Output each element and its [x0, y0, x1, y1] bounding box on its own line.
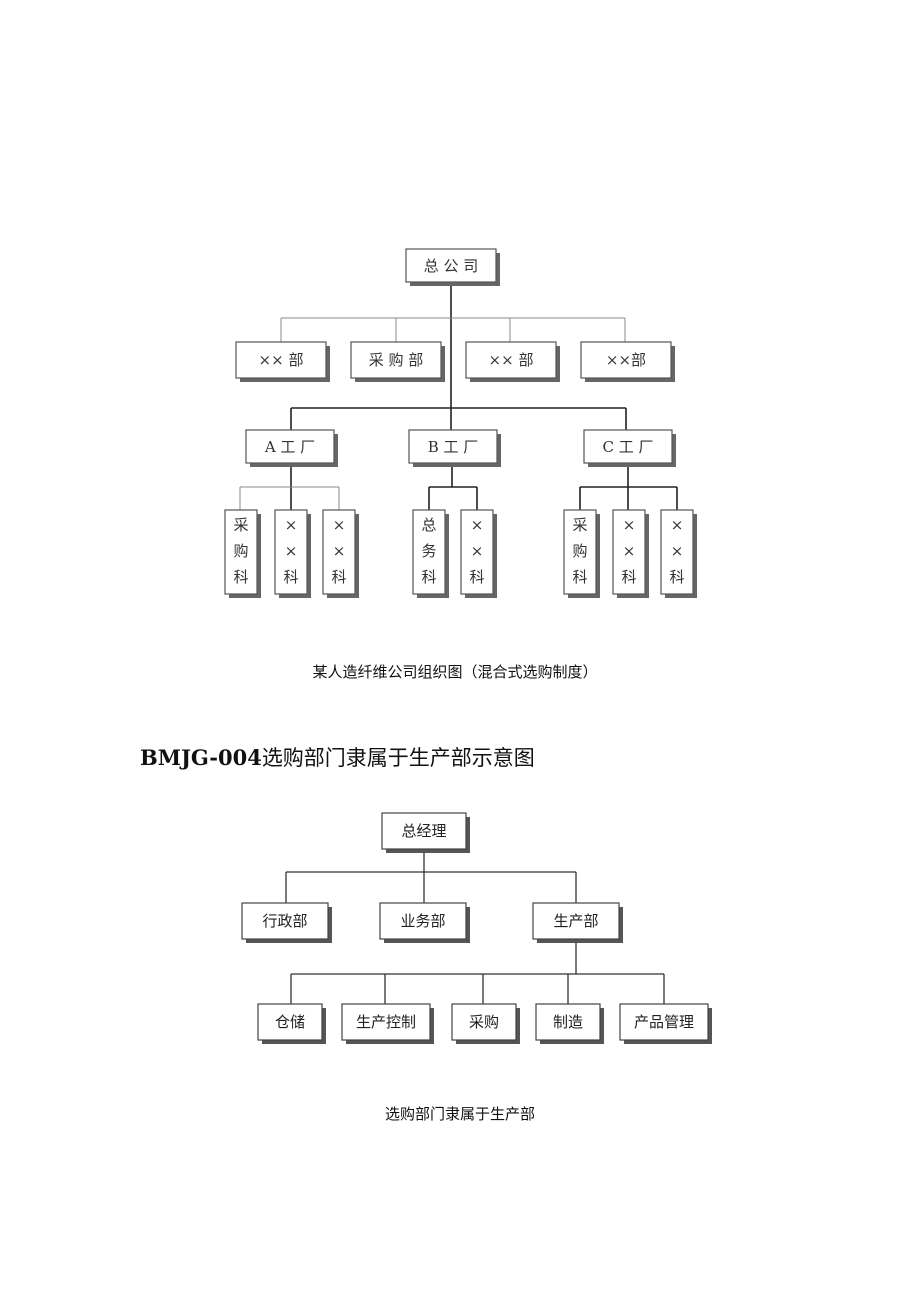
- d2-unit-label-4: 制造: [553, 1013, 583, 1031]
- d1-section-b2: ××科: [460, 509, 497, 598]
- d1-factory-c-label: C 工 厂: [602, 438, 653, 456]
- d2-dept-node-3: 生产部: [532, 902, 623, 943]
- d1-dept-node-4: ××部: [580, 341, 675, 382]
- d2-root-label: 总经理: [401, 822, 446, 840]
- diagram2-caption: 选购部门隶属于生产部: [384, 1105, 535, 1123]
- d1-dept-node-3: ×× 部: [465, 341, 560, 382]
- d1-section-a3-label: ××科: [331, 516, 346, 586]
- d1-factory-a-node: A 工 厂: [245, 429, 338, 467]
- d1-factory-a-label: A 工 厂: [264, 438, 315, 456]
- d2-dept-label-3: 生产部: [553, 912, 598, 930]
- d2-dept-node-2: 业务部: [379, 902, 470, 943]
- d1-section-a2-label: ××科: [283, 516, 298, 586]
- diagram2-connectors: [285, 850, 665, 1004]
- d1-section-c2: ××科: [612, 509, 649, 598]
- d1-dept-label-2: 采 购 部: [369, 351, 424, 369]
- d2-unit-node-3: 采购: [451, 1003, 520, 1044]
- d2-unit-label-1: 仓储: [275, 1013, 305, 1031]
- d2-unit-label-5: 产品管理: [634, 1013, 694, 1031]
- diagram1-caption: 某人造纤维公司组织图（混合式选购制度）: [312, 663, 598, 681]
- d1-section-a2: ××科: [274, 509, 311, 598]
- d1-factory-c-node: C 工 厂: [583, 429, 676, 467]
- d2-unit-node-4: 制造: [535, 1003, 604, 1044]
- d1-section-c3: ××科: [660, 509, 697, 598]
- d1-root-node: 总 公 司: [405, 248, 500, 286]
- d1-section-b1: 总务科: [412, 509, 449, 598]
- d1-root-label: 总 公 司: [424, 257, 479, 275]
- d1-section-a1-label: 采购科: [233, 516, 248, 586]
- d1-section-c3-label: ××科: [669, 516, 684, 586]
- d2-dept-label-1: 行政部: [262, 912, 307, 930]
- d1-factory-b-label: B 工 厂: [428, 438, 479, 456]
- diagram1-connectors: [239, 283, 678, 510]
- section-title: 选购部门隶属于生产部示意图: [261, 746, 535, 770]
- d1-section-b2-label: ××科: [469, 516, 484, 586]
- d2-unit-node-1: 仓储: [257, 1003, 326, 1044]
- d1-section-c1: 采购科: [563, 509, 600, 598]
- d2-dept-label-2: 业务部: [400, 912, 445, 930]
- d2-dept-node-1: 行政部: [241, 902, 332, 943]
- d1-section-a3: ××科: [322, 509, 359, 598]
- d1-section-a1: 采购科: [224, 509, 261, 598]
- d2-root-node: 总经理: [381, 812, 470, 853]
- d1-dept-label-3: ×× 部: [489, 351, 534, 369]
- d1-dept-label-1: ×× 部: [259, 351, 304, 369]
- d1-dept-label-4: ××部: [606, 351, 646, 369]
- section-heading: BMJG-004选购部门隶属于生产部示意图: [140, 742, 535, 772]
- d2-unit-node-5: 产品管理: [619, 1003, 712, 1044]
- section-code: BMJG-004: [140, 745, 262, 770]
- d2-unit-label-2: 生产控制: [356, 1013, 416, 1031]
- d1-section-b1-label: 总务科: [421, 516, 436, 586]
- d1-dept-node-2: 采 购 部: [350, 341, 445, 382]
- d1-factory-b-node: B 工 厂: [408, 429, 501, 467]
- d1-section-c2-label: ××科: [621, 516, 636, 586]
- d1-section-c1-label: 采购科: [572, 516, 587, 586]
- d1-dept-node-1: ×× 部: [235, 341, 330, 382]
- d2-unit-node-2: 生产控制: [341, 1003, 434, 1044]
- d2-unit-label-3: 采购: [469, 1013, 499, 1031]
